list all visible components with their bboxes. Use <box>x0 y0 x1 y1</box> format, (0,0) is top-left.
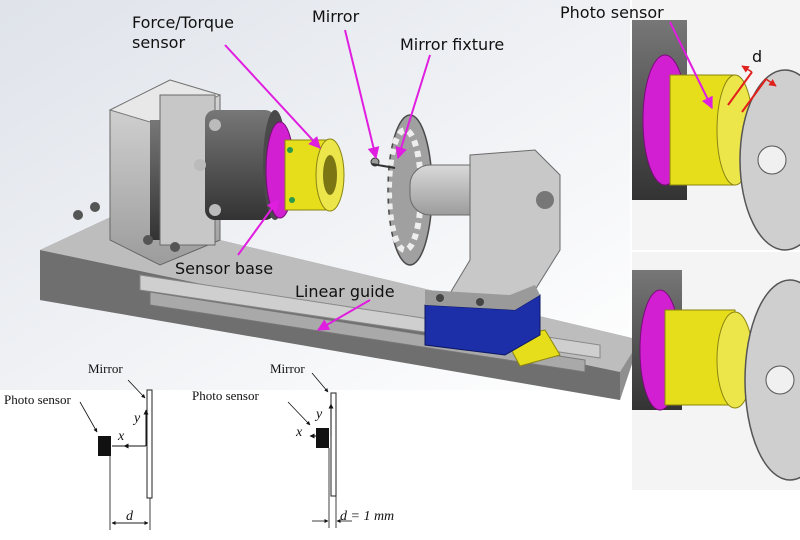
schematic-right-x-label: x <box>295 425 303 440</box>
schematic-right-sensor-block <box>316 428 329 448</box>
label-mirror-fixture: Mirror fixture <box>400 35 504 54</box>
schematic-right-y-label: y <box>314 407 323 422</box>
label-linear-guide: Linear guide <box>295 282 395 301</box>
schematic-left-mirror-label: Mirror <box>88 361 123 376</box>
schematic-right-photo-label: Photo sensor <box>192 388 259 403</box>
schematic-right: Mirror Photo sensor y x d = 1 mm <box>192 361 394 528</box>
schematic-right-mirror-plate <box>330 392 337 497</box>
schematic-left-x-label: x <box>117 429 125 444</box>
arrow-mirror <box>344 29 380 160</box>
arrow-photo-sensor-inset <box>669 21 713 110</box>
inset-bottom <box>632 252 800 490</box>
schematic-right-d-label: d = 1 mm <box>340 509 394 524</box>
schematic-left-sensor-block <box>98 436 111 456</box>
label-sensor-base: Sensor base <box>175 259 273 278</box>
schematic-right-mirror-label: Mirror <box>270 361 305 376</box>
arrow-linear-guide <box>316 299 371 331</box>
schematic-left-photo-label: Photo sensor <box>4 392 71 407</box>
inset-top: d <box>632 0 800 251</box>
arrow-force-torque <box>224 44 321 149</box>
callout-arrows <box>224 21 713 331</box>
linear-guide-carriage <box>424 285 541 356</box>
schematic-left-y-label: y <box>132 411 141 426</box>
inset-gap-label: d <box>752 47 762 66</box>
label-force-torque-1: Force/Torque <box>132 13 234 32</box>
label-photo-sensor: Photo sensor <box>560 3 664 22</box>
schematic-left-d-label: d <box>126 509 134 524</box>
arrow-mirror-fixture <box>395 54 431 160</box>
label-mirror: Mirror <box>312 7 360 26</box>
label-force-torque-2: sensor <box>132 33 185 52</box>
gap-marker-left <box>727 71 753 106</box>
photo-sensor-ring <box>284 138 345 212</box>
schematic-left-mirror-plate <box>146 389 153 499</box>
mirror-fixture <box>409 149 561 331</box>
gap-marker-right <box>741 78 767 113</box>
arrow-sensor-base <box>237 199 279 256</box>
schematic-left: Mirror Photo sensor y x d <box>4 361 153 530</box>
